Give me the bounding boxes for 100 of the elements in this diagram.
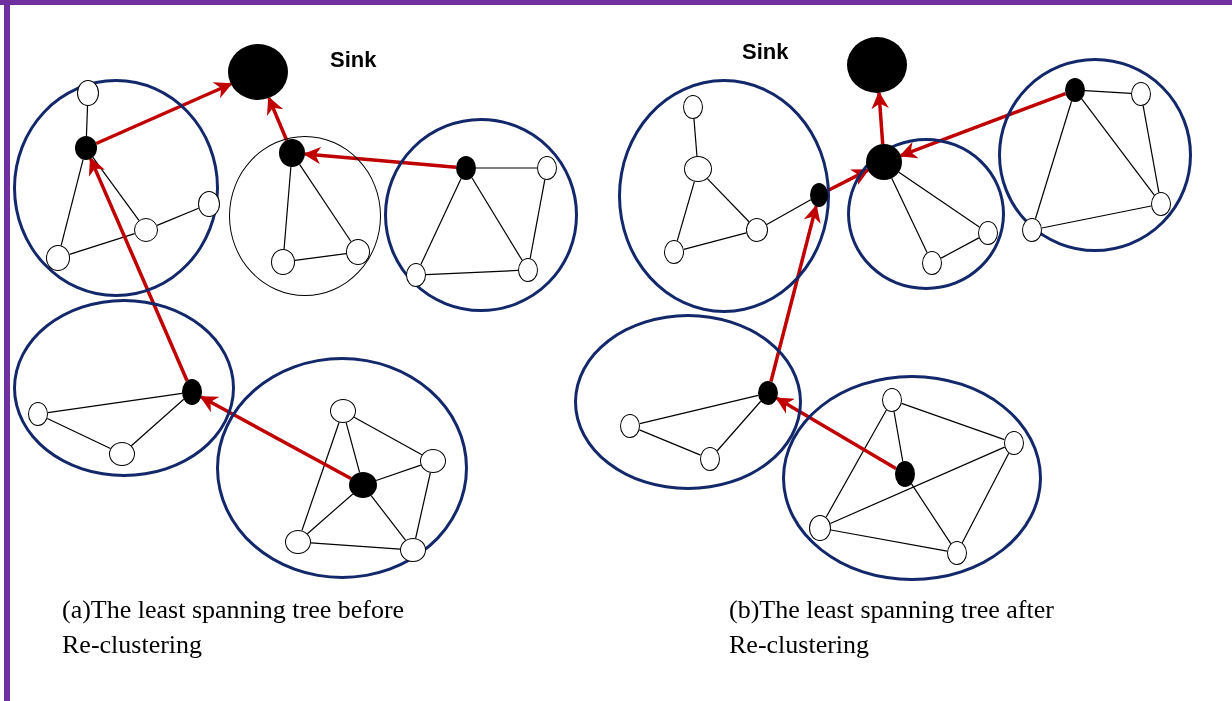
cluster-circle bbox=[574, 314, 802, 490]
link-line bbox=[638, 429, 702, 456]
sensor-node bbox=[620, 414, 640, 438]
link-line bbox=[345, 422, 361, 473]
sensor-node bbox=[46, 245, 70, 271]
cluster-circle bbox=[847, 138, 1005, 290]
sensor-node bbox=[134, 218, 158, 242]
sensor-node bbox=[746, 218, 768, 242]
sensor-node bbox=[28, 402, 48, 426]
cluster-head-node bbox=[810, 183, 828, 207]
link-line bbox=[676, 180, 695, 242]
link-line bbox=[529, 179, 546, 259]
caption: (b)The least spanning tree after Re-clustering bbox=[729, 594, 1055, 661]
link-line bbox=[283, 166, 292, 250]
arrow bbox=[266, 96, 289, 141]
link-line bbox=[85, 105, 89, 137]
sensor-node bbox=[1131, 82, 1151, 106]
link-line bbox=[60, 158, 84, 247]
cluster-circle bbox=[13, 299, 235, 477]
link-line bbox=[294, 253, 347, 261]
cluster-head-node bbox=[278, 138, 305, 167]
link-line bbox=[891, 177, 928, 254]
sensor-node bbox=[77, 80, 99, 106]
arrow bbox=[871, 91, 889, 145]
sensor-node bbox=[1004, 431, 1024, 455]
cluster-head-node bbox=[895, 461, 915, 487]
link-line bbox=[961, 452, 1010, 544]
sensor-node bbox=[809, 515, 831, 541]
link-line bbox=[68, 233, 136, 255]
node-label: Sink bbox=[330, 46, 377, 74]
sensor-node bbox=[198, 191, 220, 217]
link-line bbox=[830, 529, 948, 552]
cluster-head-node bbox=[456, 156, 476, 180]
link-line bbox=[353, 416, 423, 456]
link-line bbox=[1041, 205, 1152, 229]
link-line bbox=[475, 167, 538, 169]
sensor-node bbox=[345, 238, 370, 265]
link-line bbox=[46, 417, 112, 450]
link-line bbox=[716, 400, 762, 452]
link-line bbox=[910, 483, 952, 545]
arrow bbox=[303, 146, 457, 169]
link-line bbox=[898, 171, 980, 228]
cluster-circle bbox=[384, 118, 578, 312]
sensor-node bbox=[406, 263, 426, 287]
cluster-circle bbox=[216, 357, 468, 579]
link-line bbox=[370, 494, 407, 541]
link-line bbox=[639, 394, 759, 425]
cluster-circle bbox=[618, 79, 830, 313]
link-line bbox=[706, 178, 750, 223]
arrow bbox=[775, 396, 897, 471]
link-line bbox=[375, 464, 422, 482]
link-line bbox=[683, 232, 747, 250]
link-line bbox=[301, 421, 340, 532]
link-line bbox=[766, 199, 812, 226]
link-line bbox=[829, 446, 1006, 525]
link-line bbox=[425, 269, 519, 276]
link-line bbox=[1084, 90, 1132, 94]
link-line bbox=[1081, 98, 1155, 196]
cluster-head-node bbox=[75, 136, 97, 160]
link-line bbox=[1034, 100, 1073, 220]
link-line bbox=[825, 409, 887, 518]
link-line bbox=[310, 542, 401, 550]
link-line bbox=[901, 402, 1005, 441]
cluster-head-node bbox=[1065, 78, 1085, 102]
caption: (a)The least spanning tree before Re-clustering bbox=[62, 594, 406, 661]
link-line bbox=[471, 177, 523, 261]
link-line bbox=[306, 493, 354, 535]
link-line bbox=[420, 177, 462, 266]
sensor-node bbox=[700, 447, 720, 471]
sensor-node bbox=[109, 442, 135, 466]
sensor-node bbox=[330, 399, 356, 423]
link-line bbox=[47, 392, 183, 414]
node-label: Sink bbox=[742, 38, 789, 66]
sensor-node bbox=[922, 251, 942, 275]
sensor-node bbox=[270, 248, 295, 275]
sensor-node bbox=[400, 538, 426, 562]
arrow bbox=[769, 204, 821, 382]
sensor-node bbox=[420, 449, 446, 473]
link-line bbox=[130, 398, 185, 447]
cluster-head-node bbox=[349, 472, 377, 498]
sensor-node bbox=[684, 156, 712, 182]
sensor-node bbox=[537, 156, 557, 180]
sensor-node bbox=[947, 541, 967, 565]
sensor-node bbox=[285, 530, 311, 554]
arrow bbox=[95, 82, 233, 146]
link-line bbox=[893, 411, 904, 462]
link-line bbox=[92, 156, 140, 221]
link-line bbox=[415, 472, 431, 539]
arrow bbox=[199, 395, 352, 480]
link-line bbox=[156, 207, 200, 226]
sensor-node bbox=[978, 221, 998, 245]
cluster-circle bbox=[998, 58, 1192, 252]
link-line bbox=[298, 163, 352, 243]
cluster-head-node bbox=[758, 381, 778, 405]
link-line bbox=[1142, 105, 1160, 193]
sensor-node bbox=[1151, 192, 1171, 216]
sink-node bbox=[228, 44, 288, 100]
sensor-node bbox=[664, 240, 684, 264]
link-line bbox=[693, 118, 698, 157]
sensor-node bbox=[518, 258, 538, 282]
